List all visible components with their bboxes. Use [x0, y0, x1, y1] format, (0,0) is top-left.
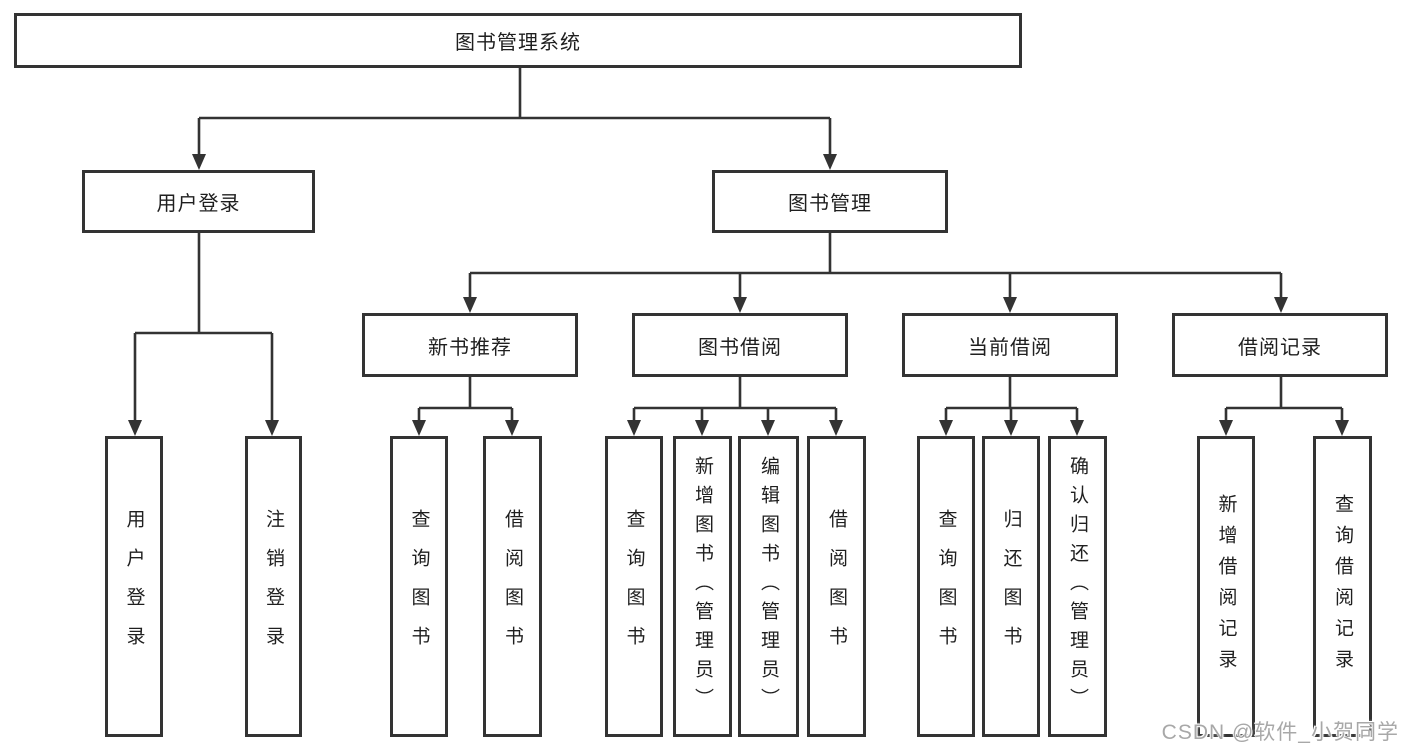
- node-label: 图书借阅: [698, 336, 782, 359]
- node-label: 借阅图书: [826, 508, 847, 665]
- node-label: 归还图书: [1000, 508, 1022, 665]
- node-label: 新书推荐: [428, 336, 512, 359]
- node-new-book-recommend: 新书推荐: [362, 313, 578, 377]
- leaf-confirm-return-admin: 确认归还（管理员）: [1048, 436, 1107, 737]
- node-label: 查询图书: [623, 508, 645, 665]
- leaf-borrow-books-recommend: 借阅图书: [483, 436, 542, 737]
- node-label: 注销登录: [263, 508, 284, 665]
- leaf-edit-books-admin: 编辑图书（管理员）: [738, 436, 799, 737]
- node-root-system: 图书管理系统: [14, 13, 1022, 68]
- node-label: 编辑图书（管理员）: [758, 456, 779, 717]
- node-label: 新增借阅记录: [1215, 493, 1237, 680]
- node-label: 借阅图书: [502, 508, 523, 665]
- leaf-query-books-borrow: 查询图书: [605, 436, 663, 737]
- node-book-management: 图书管理: [712, 170, 948, 233]
- leaf-user-login: 用户登录: [105, 436, 163, 737]
- node-label: 查询图书: [935, 508, 957, 665]
- node-label: 查询图书: [408, 508, 430, 665]
- leaf-logout: 注销登录: [245, 436, 302, 737]
- node-label: 图书管理: [788, 193, 872, 215]
- leaf-query-books-current: 查询图书: [917, 436, 975, 737]
- node-user-login: 用户登录: [82, 170, 315, 233]
- leaf-return-books: 归还图书: [982, 436, 1040, 737]
- node-label: 查询借阅记录: [1332, 493, 1353, 680]
- leaf-query-borrow-record: 查询借阅记录: [1313, 436, 1372, 737]
- node-label: 新增图书（管理员）: [692, 456, 713, 717]
- node-label: 确认归还（管理员）: [1067, 456, 1088, 717]
- leaf-add-borrow-record: 新增借阅记录: [1197, 436, 1255, 737]
- node-book-borrow: 图书借阅: [632, 313, 848, 377]
- leaf-borrow-books: 借阅图书: [807, 436, 866, 737]
- node-label: 用户登录: [156, 193, 241, 215]
- node-current-borrow: 当前借阅: [902, 313, 1118, 377]
- connector-paths: [133, 68, 1344, 424]
- leaf-add-books-admin: 新增图书（管理员）: [673, 436, 732, 737]
- leaf-query-books-recommend: 查询图书: [390, 436, 448, 737]
- node-label: 图书管理系统: [455, 32, 581, 54]
- node-label: 借阅记录: [1238, 336, 1322, 359]
- node-label: 用户登录: [123, 508, 145, 665]
- node-borrow-records: 借阅记录: [1172, 313, 1388, 377]
- node-label: 当前借阅: [968, 336, 1052, 359]
- csdn-watermark: CSDN @软件_小贺同学: [1161, 721, 1399, 744]
